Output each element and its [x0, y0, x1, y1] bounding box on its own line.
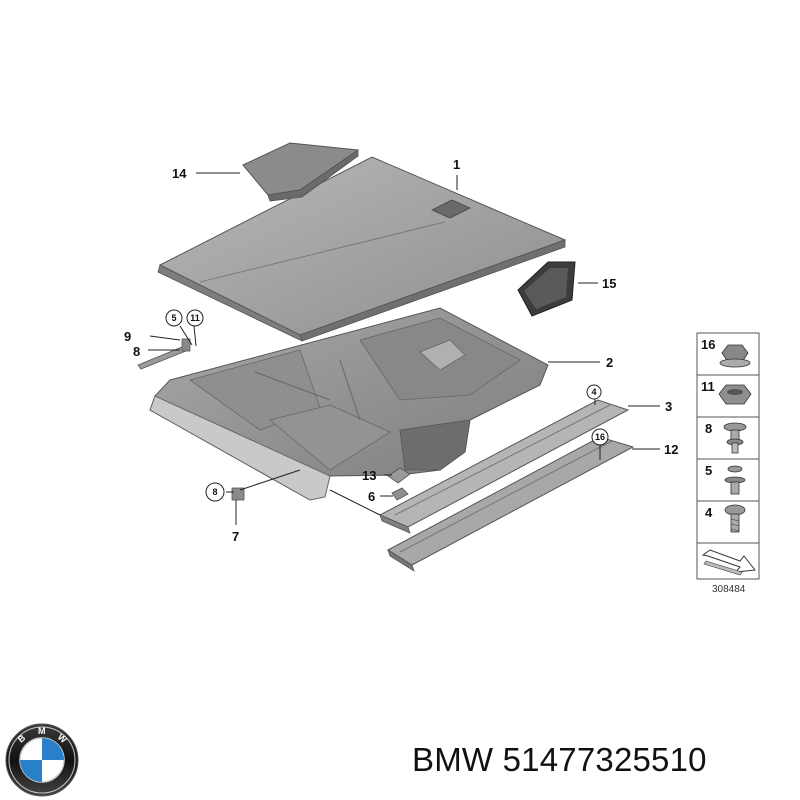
hinge-part-7	[231, 487, 245, 501]
svg-text:B: B	[16, 732, 28, 744]
part-number: 51477325510	[502, 741, 707, 778]
bolt-washer-icon	[723, 422, 747, 454]
flange-nut-icon	[719, 344, 751, 368]
rod-part-9	[137, 338, 191, 370]
cover-cap-part-15	[517, 261, 576, 317]
hex-nut-icon	[718, 384, 752, 405]
callout-labels: 14 1 15 2 3 12 9 8 13 6 7	[124, 157, 678, 544]
callout-8: 8	[212, 487, 217, 497]
callout-1: 1	[453, 157, 460, 172]
circled-callouts: 5 11 4 16 8	[165, 309, 609, 502]
diagram-reference-number: 308484	[712, 584, 746, 595]
direction-arrow-icon	[701, 549, 756, 576]
bolt-icon	[724, 465, 746, 495]
callout-4: 4	[591, 387, 596, 397]
screw-icon	[724, 504, 746, 533]
legend-item-5: 5	[705, 463, 712, 478]
callout-9: 8	[133, 344, 140, 359]
brand-name: BMW	[412, 741, 494, 778]
legend-item-8: 8	[705, 421, 712, 436]
rail-part-3	[378, 399, 630, 534]
part-caption: BMW 51477325510	[412, 741, 796, 789]
callout-10: 9	[124, 329, 131, 344]
callout-14: 14	[172, 166, 187, 181]
storage-tray-part	[149, 307, 549, 501]
callout-11: 11	[190, 313, 200, 323]
legend-item-16: 16	[701, 337, 715, 352]
fastener-legend: 16 11 8 5 4	[696, 332, 760, 595]
callout-2: 2	[606, 355, 613, 370]
hardware-part-6	[391, 487, 409, 501]
callout-7: 7	[232, 529, 239, 544]
hardware-part-13	[387, 467, 411, 484]
callout-15: 15	[602, 276, 616, 291]
callout-3: 3	[665, 399, 672, 414]
floor-cover-part	[157, 156, 567, 342]
callout-16: 16	[595, 432, 605, 442]
legend-item-4: 4	[705, 505, 713, 520]
side-panel-part-14	[242, 142, 360, 202]
callout-6: 6	[368, 489, 375, 504]
callout-5: 5	[171, 313, 176, 323]
legend-item-11: 11	[701, 379, 715, 394]
leader-lines	[148, 172, 660, 525]
callout-13: 13	[362, 468, 376, 483]
callout-12: 12	[664, 442, 678, 457]
rail-part-12	[387, 436, 635, 572]
svg-text:M: M	[38, 726, 46, 736]
bmw-logo-icon: B M W	[5, 723, 79, 797]
